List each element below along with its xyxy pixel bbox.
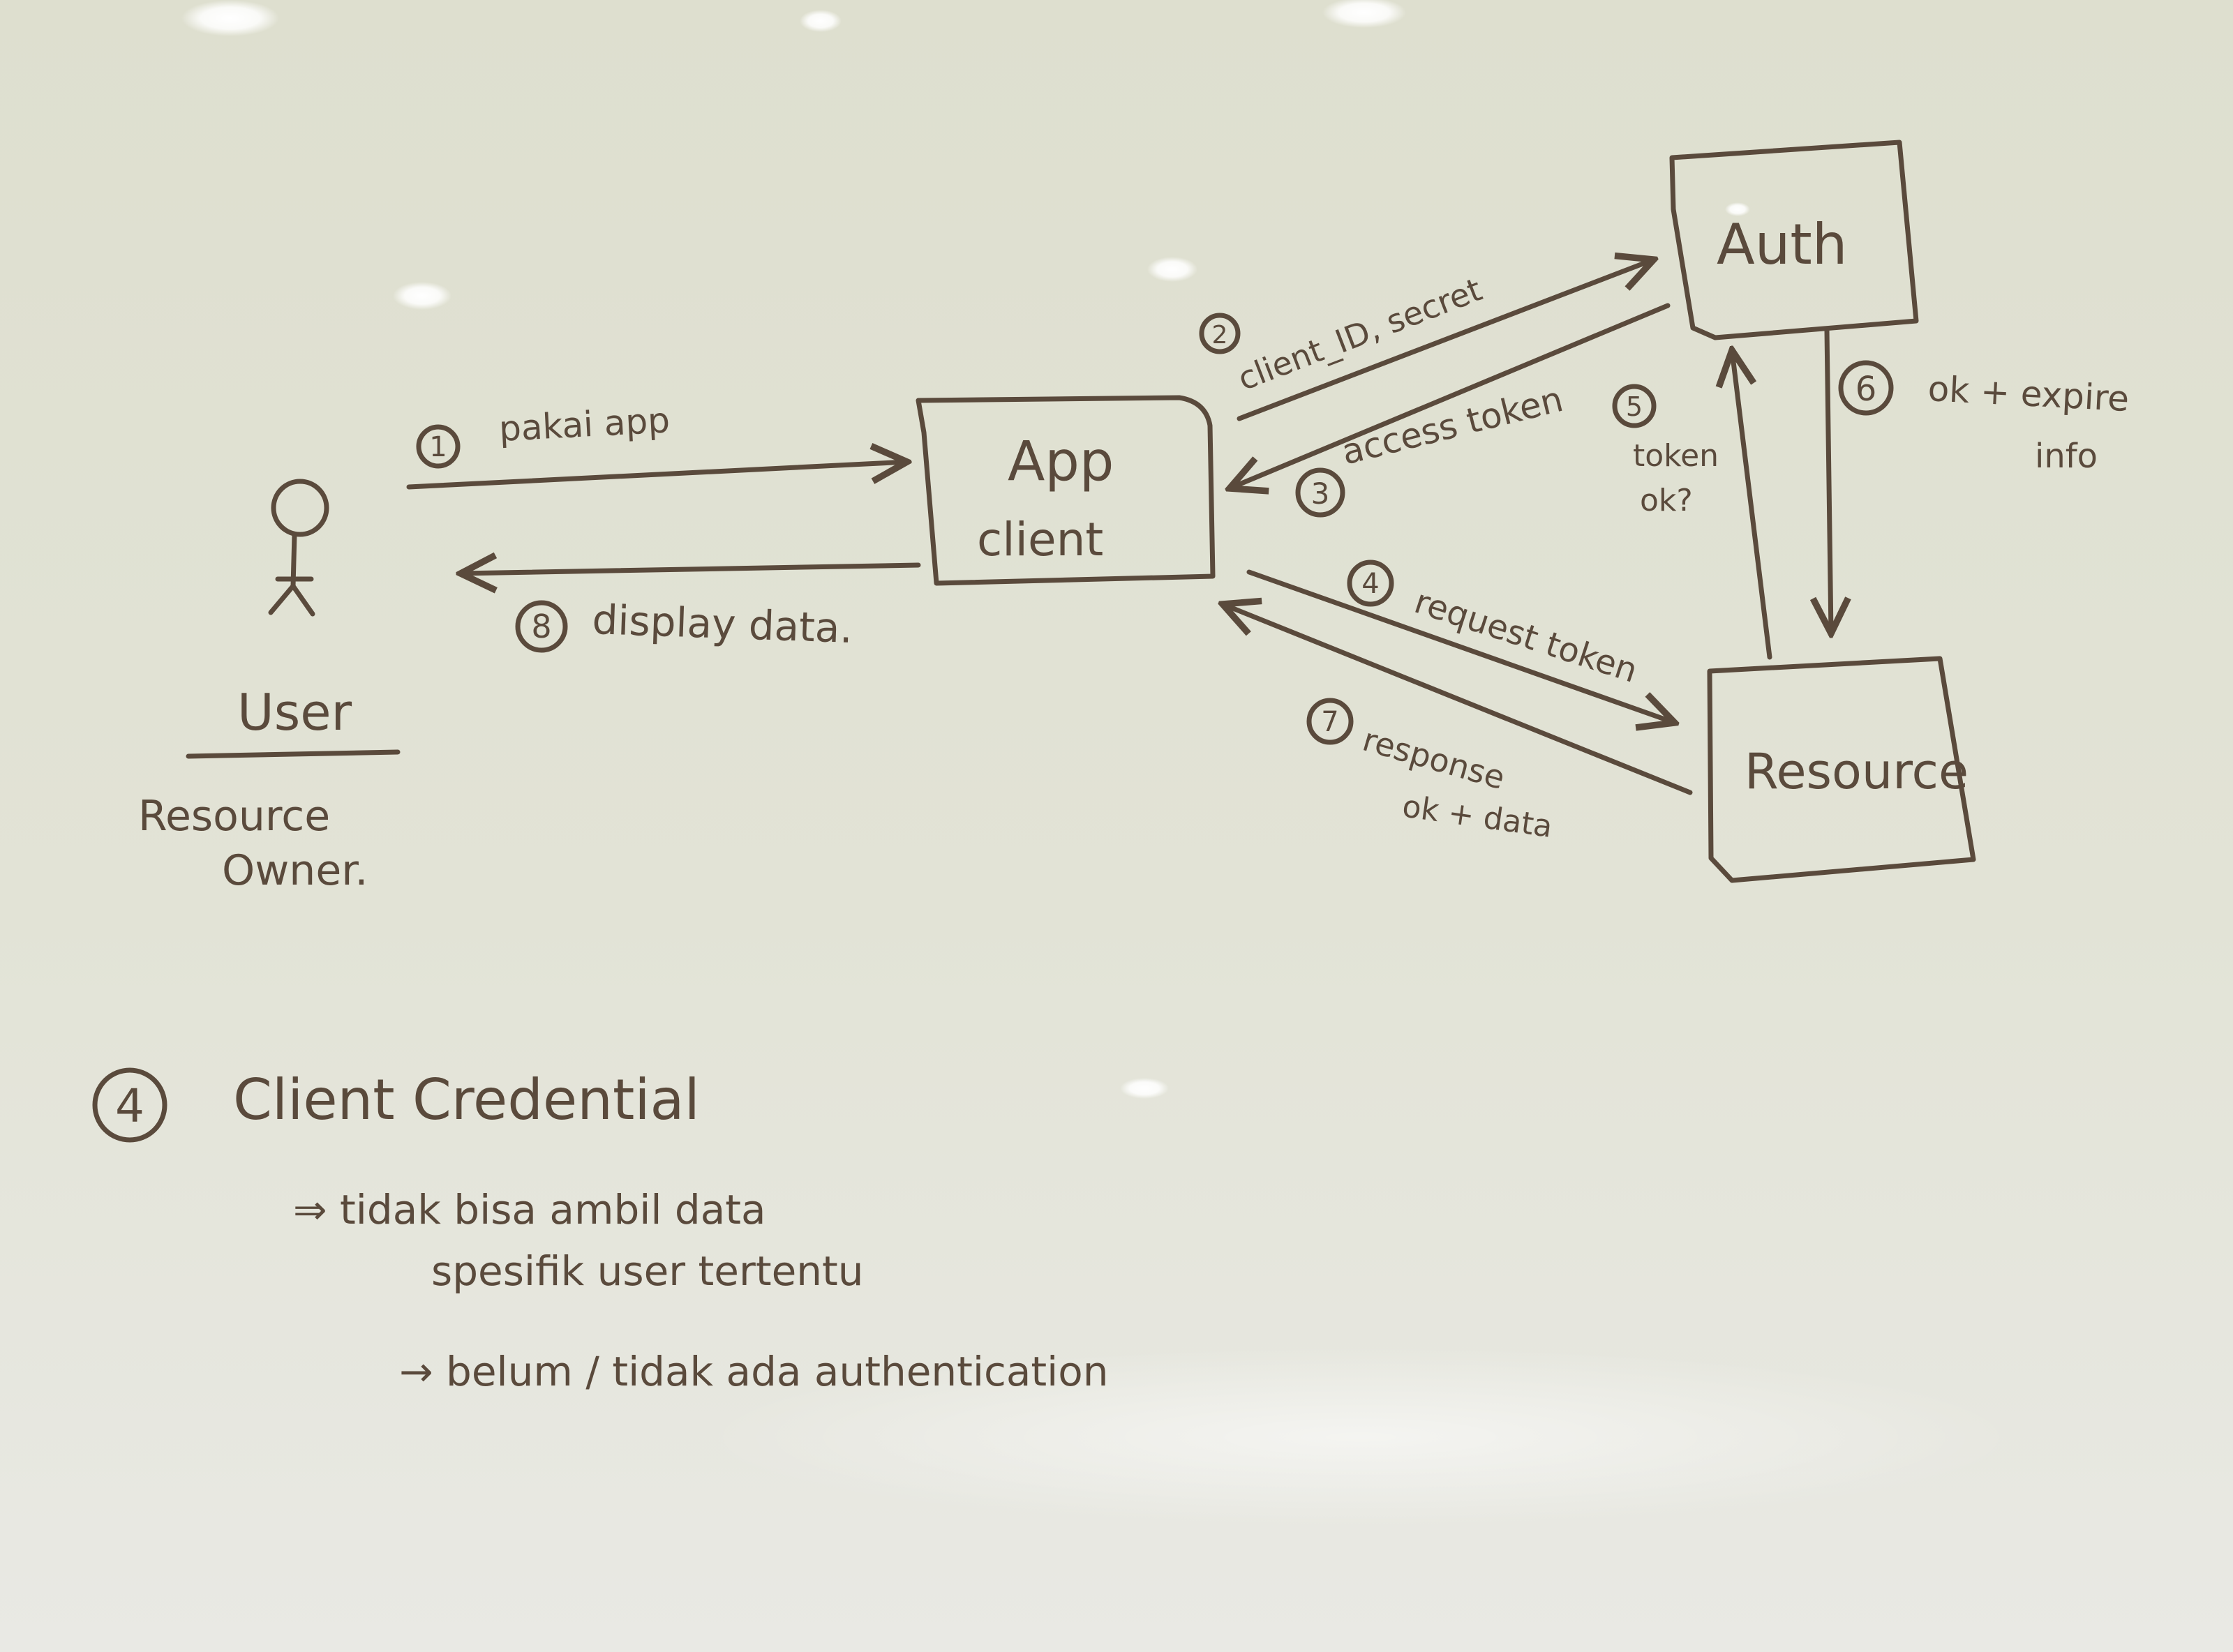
step5-label: ok? xyxy=(1640,483,1693,518)
notes-line-3: → belum / tidak ada authentication xyxy=(399,1348,1109,1395)
step4-marker: 4 xyxy=(1347,560,1394,607)
svg-text:4: 4 xyxy=(115,1079,144,1133)
step3-marker: 3 xyxy=(1295,467,1345,518)
step8-label: display data. xyxy=(592,596,854,652)
arrow-step6 xyxy=(1827,328,1831,633)
resource-box xyxy=(1707,656,1976,883)
svg-text:4: 4 xyxy=(1361,568,1379,600)
step7-marker: 7 xyxy=(1306,698,1354,745)
svg-text:6: 6 xyxy=(1855,370,1877,409)
light-reflection xyxy=(393,282,451,310)
step1-label: pakai app xyxy=(498,400,671,449)
light-reflection xyxy=(1322,0,1406,28)
board-sheen xyxy=(698,1346,2024,1528)
app-client-label: client xyxy=(977,513,1103,566)
step6-label: info xyxy=(2035,437,2098,476)
arrow-step2 xyxy=(1237,260,1654,421)
auth-label: Auth xyxy=(1717,212,1848,277)
step5-label: token xyxy=(1633,438,1719,474)
light-reflection xyxy=(181,0,279,36)
resource-owner-label: Owner. xyxy=(222,846,368,895)
notes-line-1: ⇒ tidak bisa ambil data xyxy=(293,1186,766,1233)
user-figure-icon xyxy=(268,479,329,617)
arrow-step1 xyxy=(406,462,907,490)
user-underline xyxy=(186,749,401,759)
step2-marker: 2 xyxy=(1199,313,1241,354)
svg-text:1: 1 xyxy=(429,431,447,463)
resource-label: Resource xyxy=(1745,743,1969,800)
svg-text:8: 8 xyxy=(531,608,551,645)
arrow-step7 xyxy=(1223,604,1693,795)
light-reflection xyxy=(1120,1078,1169,1099)
auth-box xyxy=(1669,140,1919,340)
svg-text:2: 2 xyxy=(1212,321,1228,350)
step1-marker: 1 xyxy=(416,424,461,469)
app-client-label: App xyxy=(1008,430,1114,493)
arrow-step5 xyxy=(1732,350,1772,660)
step5-marker: 5 xyxy=(1612,384,1657,428)
user-label: User xyxy=(237,683,352,742)
light-reflection xyxy=(800,10,842,32)
notes-title: Client Credential xyxy=(233,1067,700,1132)
notes-number-marker: 4 xyxy=(92,1067,167,1143)
svg-text:3: 3 xyxy=(1311,476,1330,511)
light-reflection xyxy=(1147,257,1197,282)
arrow-step3 xyxy=(1230,303,1671,488)
step8-marker: 8 xyxy=(515,600,568,653)
notes-line-2: spesifik user tertentu xyxy=(431,1247,864,1295)
light-reflection xyxy=(1725,202,1750,216)
app-client-box xyxy=(916,395,1216,586)
arrow-step4 xyxy=(1246,569,1675,723)
svg-text:5: 5 xyxy=(1626,391,1643,422)
step6-marker: 6 xyxy=(1838,360,1894,416)
arrow-step8 xyxy=(461,565,921,573)
resource-owner-label: Resource xyxy=(138,792,330,841)
svg-text:7: 7 xyxy=(1321,706,1338,738)
